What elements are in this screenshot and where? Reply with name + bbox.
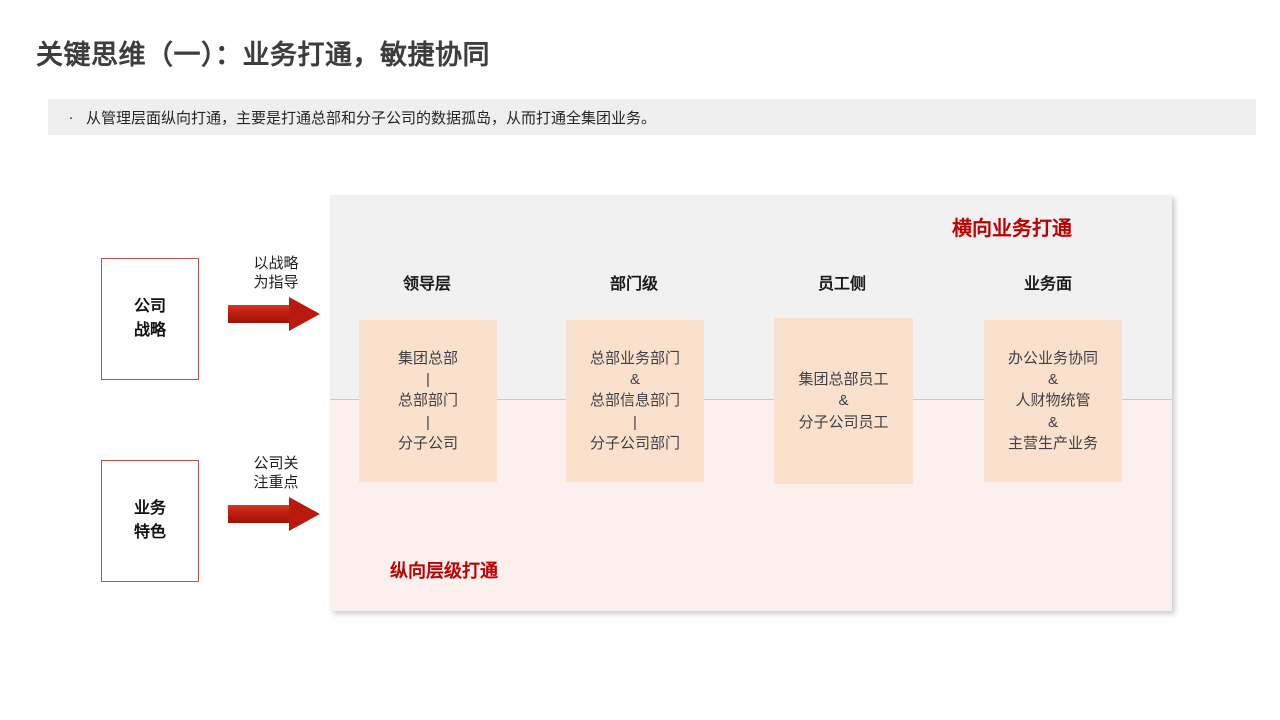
side-box-business-feature: 业务 特色 <box>101 460 199 582</box>
column-header-3: 业务面 <box>1023 276 1072 293</box>
arrow-group-focus: 公司关 注重点 <box>228 455 324 531</box>
arrow-label-focus: 公司关 注重点 <box>253 455 299 491</box>
arrow-group-strategy: 以战略 为指导 <box>228 255 324 331</box>
bullet-icon: · <box>68 108 74 126</box>
arrow-shaft <box>228 504 290 523</box>
label-horizontal-integration: 横向业务打通 <box>952 218 1072 240</box>
column-card-1: 总部业务部门 & 总部信息部门 | 分子公司部门 <box>566 320 704 482</box>
column-card-3: 办公业务协同 & 人财物统管 & 主营生产业务 <box>984 320 1122 482</box>
column-card-2: 集团总部员工 & 分子公司员工 <box>774 318 913 484</box>
arrow-label-strategy: 以战略 为指导 <box>253 255 299 291</box>
subtitle-text: 从管理层面纵向打通，主要是打通总部和分子公司的数据孤岛，从而打通全集团业务。 <box>86 109 657 127</box>
column-header-2: 员工侧 <box>817 276 866 293</box>
column-card-0: 集团总部 | 总部部门 | 分子公司 <box>359 320 497 482</box>
arrow-head <box>289 296 320 331</box>
column-header-0: 领导层 <box>402 276 451 293</box>
page-title: 关键思维（一）：业务打通，敏捷协同 <box>36 40 490 70</box>
label-vertical-integration: 纵向层级打通 <box>390 561 498 581</box>
column-header-1: 部门级 <box>609 276 658 293</box>
right-arrow-icon <box>228 496 320 531</box>
arrow-head <box>289 496 320 531</box>
arrow-shaft <box>228 304 290 323</box>
subtitle-bar: · 从管理层面纵向打通，主要是打通总部和分子公司的数据孤岛，从而打通全集团业务。 <box>48 99 1256 135</box>
side-box-company-strategy: 公司 战略 <box>101 258 199 380</box>
right-arrow-icon <box>228 296 320 331</box>
